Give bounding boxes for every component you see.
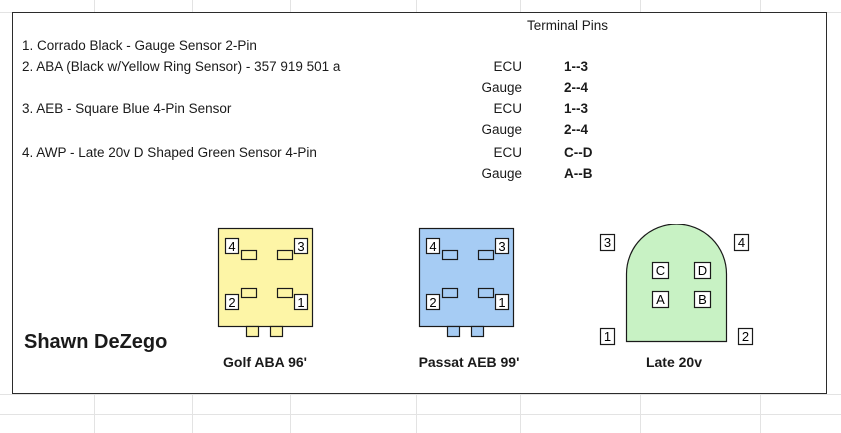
terminal-pins-heading: Terminal Pins <box>527 18 609 33</box>
pin-terminal <box>240 287 258 299</box>
pin-terminal <box>441 249 459 261</box>
pin-number-box <box>599 327 616 346</box>
pin-value: C--D <box>564 145 593 160</box>
pin-label-ecu: ECU <box>493 145 522 160</box>
pin-terminal <box>651 290 670 309</box>
pin-terminal <box>693 290 712 309</box>
pin-letter: B <box>698 292 707 307</box>
pin-number-box <box>425 293 441 311</box>
pin-number-box <box>733 233 750 252</box>
pin-number-box <box>494 293 510 311</box>
sensor-1-label: 1. Corrado Black - Gauge Sensor 2-Pin <box>22 38 257 53</box>
pin-terminal <box>651 261 670 280</box>
pin-terminal <box>276 249 294 261</box>
pin-number-box <box>224 293 240 311</box>
pin-number: 4 <box>228 239 235 254</box>
pin-number: 3 <box>297 239 304 254</box>
pin-number: 2 <box>228 295 235 310</box>
pin-letter: D <box>698 263 707 278</box>
golf-aba-connector: 4 3 2 1 <box>217 227 314 338</box>
pin-number: 1 <box>604 329 611 344</box>
pin-number: 3 <box>604 235 611 250</box>
pin-number: 4 <box>738 235 745 250</box>
connector-tab <box>269 325 284 338</box>
pin-value: A--B <box>564 166 593 181</box>
pin-terminal <box>693 261 712 280</box>
pin-number-box <box>293 237 309 255</box>
pin-label-gauge: Gauge <box>481 166 522 181</box>
pin-label-ecu: ECU <box>493 59 522 74</box>
pin-number-box <box>293 293 309 311</box>
pin-terminal <box>477 249 495 261</box>
pin-label-gauge: Gauge <box>481 122 522 137</box>
sensor-4-label: 4. AWP - Late 20v D Shaped Green Sensor … <box>22 145 317 160</box>
pin-number-box <box>599 233 616 252</box>
connector-housing <box>625 224 728 343</box>
pin-letter: A <box>656 292 665 307</box>
pin-terminal <box>276 287 294 299</box>
pin-label-gauge: Gauge <box>481 80 522 95</box>
pin-value: 1--3 <box>564 101 589 116</box>
sensor-3-label: 3. AEB - Square Blue 4-Pin Sensor <box>22 101 232 116</box>
pin-terminal <box>477 287 495 299</box>
connector-tab <box>446 325 461 338</box>
pin-number-box <box>737 327 754 346</box>
pin-letter: C <box>656 263 665 278</box>
passat-aeb-caption: Passat AEB 99' <box>418 354 520 370</box>
late-20v-connector: C D A B 3 4 1 2 <box>599 224 754 346</box>
pin-number: 1 <box>297 295 304 310</box>
connector-tab <box>470 325 485 338</box>
pin-number: 2 <box>742 329 749 344</box>
pin-number: 2 <box>429 295 436 310</box>
late-20v-caption: Late 20v <box>645 354 703 370</box>
pin-number-box <box>494 237 510 255</box>
connector-tab <box>245 325 260 338</box>
pin-number: 4 <box>429 239 436 254</box>
pin-terminal <box>441 287 459 299</box>
pin-number-box <box>425 237 441 255</box>
pin-label-ecu: ECU <box>493 101 522 116</box>
diagram-frame <box>12 12 827 394</box>
pin-number: 1 <box>498 295 505 310</box>
pin-value: 1--3 <box>564 59 589 74</box>
pin-value: 2--4 <box>564 80 589 95</box>
passat-aeb-connector: 4 3 2 1 <box>418 227 515 338</box>
pin-number: 3 <box>498 239 505 254</box>
golf-aba-caption: Golf ABA 96' <box>223 354 307 370</box>
pin-number-box <box>224 237 240 255</box>
pin-terminal <box>240 249 258 261</box>
author-signature: Shawn DeZego <box>24 331 168 353</box>
pin-value: 2--4 <box>564 122 589 137</box>
sensor-2-label: 2. ABA (Black w/Yellow Ring Sensor) - 35… <box>22 59 341 74</box>
